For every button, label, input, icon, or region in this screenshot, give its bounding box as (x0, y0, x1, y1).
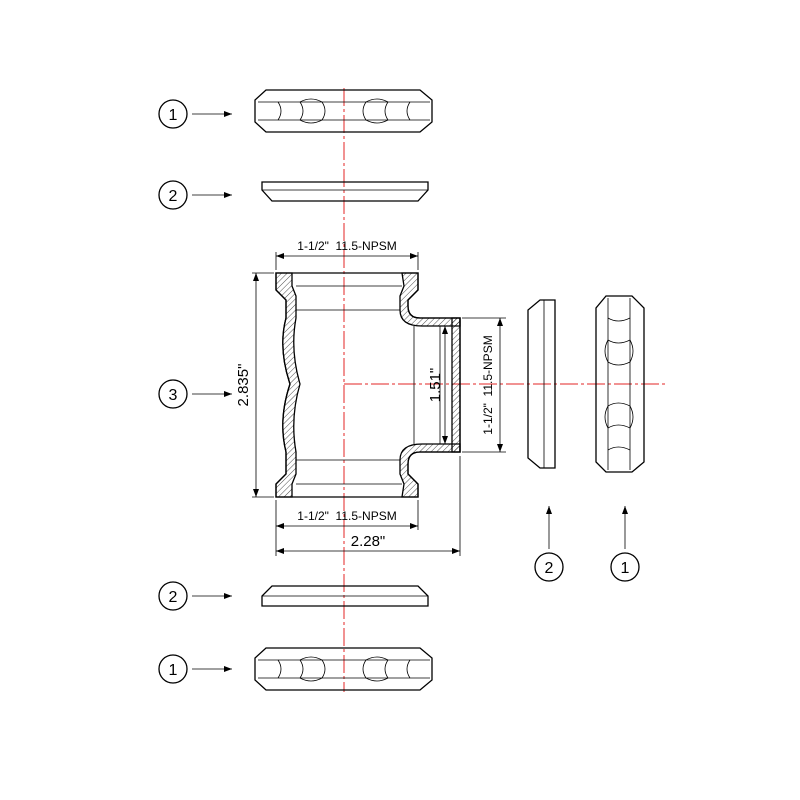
callout-tee-body: 3 (158, 379, 232, 409)
dimension-side-thread-label: 1-1/2" 11.5-NPSM (481, 335, 495, 434)
callout-washer-bottom: 2 (158, 581, 232, 611)
dimension-top-thread-label: 1-1/2" 11.5-NPSM (297, 239, 396, 253)
nut-bottom (254, 647, 433, 691)
callout-tee-body-number: 3 (169, 387, 178, 404)
dimension-height (252, 272, 274, 498)
callout-nut-side: 1 (610, 506, 640, 582)
washer-side (527, 299, 556, 469)
tee-body (275, 272, 461, 498)
callout-nut-bottom-number: 1 (169, 662, 178, 679)
dimension-top-thread (275, 252, 419, 270)
callout-nut-side-number: 1 (621, 560, 630, 577)
dimension-bottom-thread-label: 1-1/2" 11.5-NPSM (297, 509, 396, 523)
dimension-branch-inner-label: 1.51" (427, 368, 444, 403)
callout-nut-top: 1 (158, 99, 232, 129)
callout-washer-bottom-number: 2 (169, 589, 178, 606)
callout-nut-bottom: 1 (158, 654, 232, 684)
dimension-side-thread (462, 317, 506, 453)
dimension-height-label: 2.835" (235, 364, 252, 407)
dimension-width-label: 2.28" (351, 533, 386, 550)
washer-bottom (261, 585, 429, 607)
callout-washer-top: 2 (158, 180, 232, 210)
nut-side (595, 295, 645, 473)
nut-top (254, 89, 433, 133)
callout-washer-side: 2 (534, 506, 564, 582)
dimension-bottom-thread (275, 500, 419, 530)
callout-nut-top-number: 1 (169, 107, 178, 124)
callout-washer-side-number: 2 (545, 560, 554, 577)
washer-top (261, 181, 429, 202)
callout-washer-top-number: 2 (169, 188, 178, 205)
dimension-width (275, 456, 461, 556)
